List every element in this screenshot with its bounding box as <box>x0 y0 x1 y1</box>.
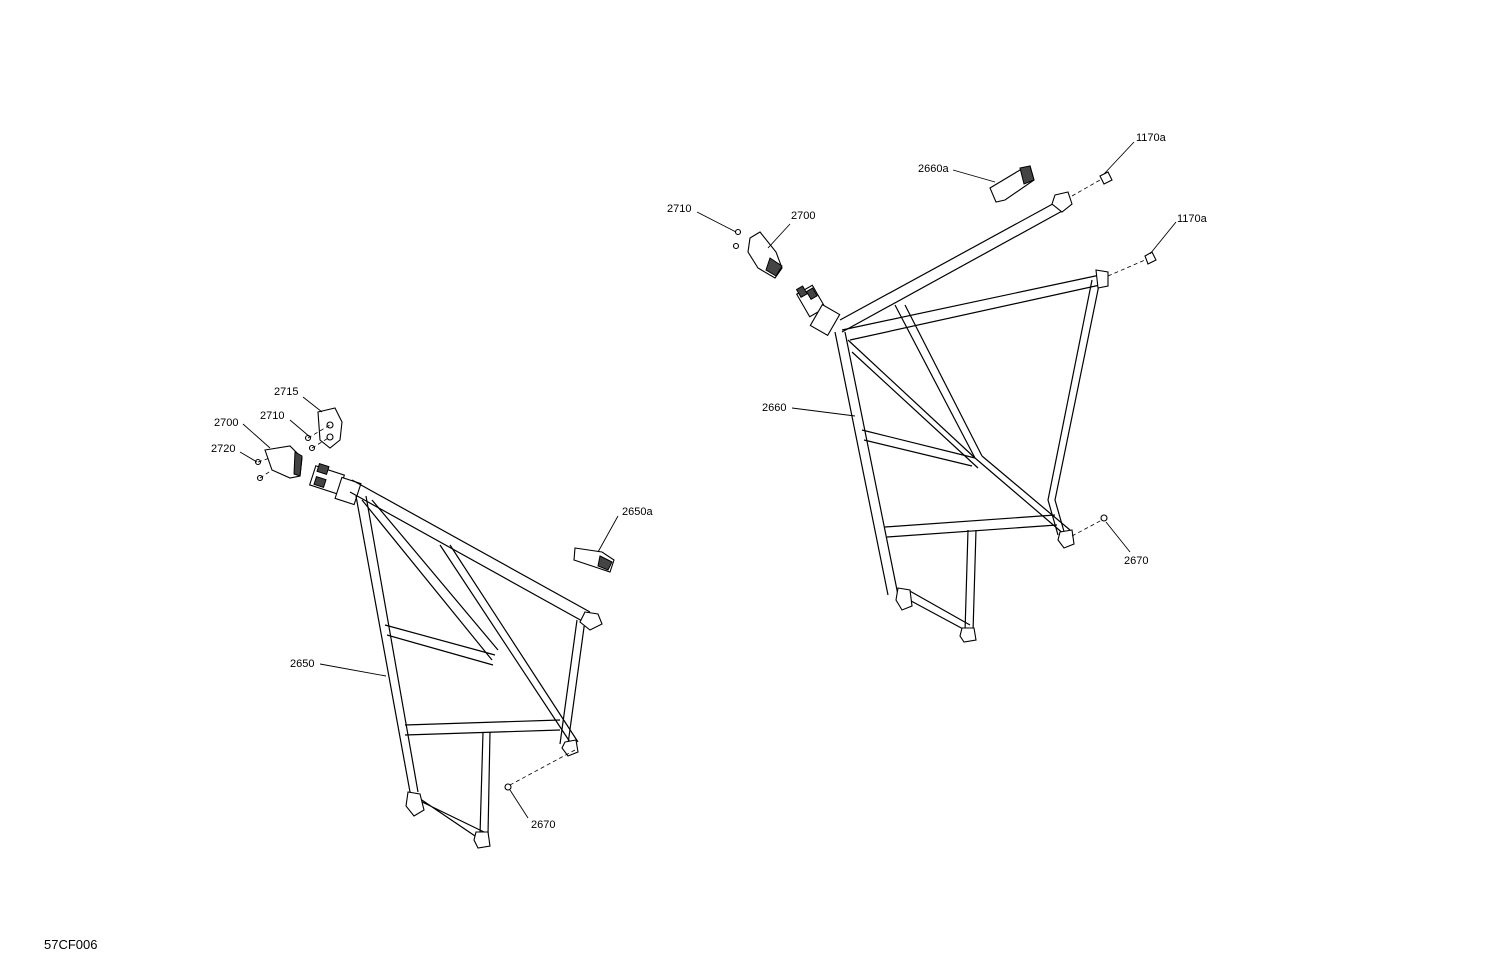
label-2700-right: 2700 <box>791 210 815 222</box>
right-net-upper-strap <box>841 274 1101 341</box>
right-net-foot-anchor <box>895 587 913 611</box>
right-net-diagonal-strap-2 <box>894 304 983 459</box>
right-net-bottom-anchor <box>1057 529 1075 549</box>
label-2710-right: 2710 <box>667 203 691 215</box>
right-net-diagonal-strap <box>847 339 979 469</box>
figure-code: 57CF006 <box>44 937 97 952</box>
right-hook-2660a <box>989 165 1035 203</box>
left-net-foot-anchor <box>405 791 425 817</box>
left-fastener-2670 <box>504 783 512 791</box>
left-net-drop-strap <box>479 731 491 836</box>
left-net-mid-strap <box>384 624 496 666</box>
right-fastener-1170a-mid <box>1144 251 1157 265</box>
left-net-diagonal-strap <box>361 499 499 661</box>
label-2670-left: 2670 <box>531 819 555 831</box>
label-2660a: 2660a <box>918 163 949 175</box>
right-net-drop-strap <box>964 529 977 633</box>
left-net-assembly <box>308 463 603 849</box>
label-2670-right: 2670 <box>1124 555 1148 567</box>
left-net-diagonal-strap-2 <box>439 544 579 743</box>
left-net-bottom-anchor <box>561 739 579 757</box>
left-net-top-strap <box>349 479 591 623</box>
leader-lines <box>239 141 1177 819</box>
label-2700-left: 2700 <box>214 417 238 429</box>
label-2660: 2660 <box>762 402 786 414</box>
right-net-side-anchor <box>1095 269 1109 289</box>
label-2710-left: 2710 <box>260 410 284 422</box>
right-net-right-strap <box>1047 279 1101 536</box>
label-2650: 2650 <box>290 658 314 670</box>
right-net-assembly <box>795 171 1157 643</box>
right-net-long-diagonal <box>974 455 1071 536</box>
left-net-top-anchor <box>579 611 603 631</box>
left-net-buckle <box>308 463 362 506</box>
label-2720: 2720 <box>211 443 235 455</box>
left-bracket-group <box>254 407 343 482</box>
right-net-buckle <box>795 284 841 337</box>
right-screw-2710 <box>734 228 742 236</box>
label-2650a: 2650a <box>622 506 653 518</box>
left-hook-2650a <box>573 547 615 573</box>
label-2715: 2715 <box>274 386 298 398</box>
left-net-left-strap <box>355 495 419 793</box>
right-bracket-group <box>732 228 783 279</box>
right-net-top-anchor <box>1051 191 1073 213</box>
right-fastener-1170a-top <box>1099 171 1113 185</box>
right-net-top-strap <box>839 199 1065 333</box>
right-net-bottom-strap <box>884 514 1058 538</box>
right-fastener-2670 <box>1100 514 1108 522</box>
right-net-left-strap <box>834 331 899 596</box>
right-net-foot-anchor-2 <box>959 627 977 643</box>
left-net-foot-anchor-2 <box>473 831 491 849</box>
label-1170a-mid: 1170a <box>1177 213 1208 225</box>
label-1170a-top: 1170a <box>1136 132 1167 144</box>
right-net-mid-strap <box>861 429 976 467</box>
left-net-right-strap <box>559 619 586 745</box>
